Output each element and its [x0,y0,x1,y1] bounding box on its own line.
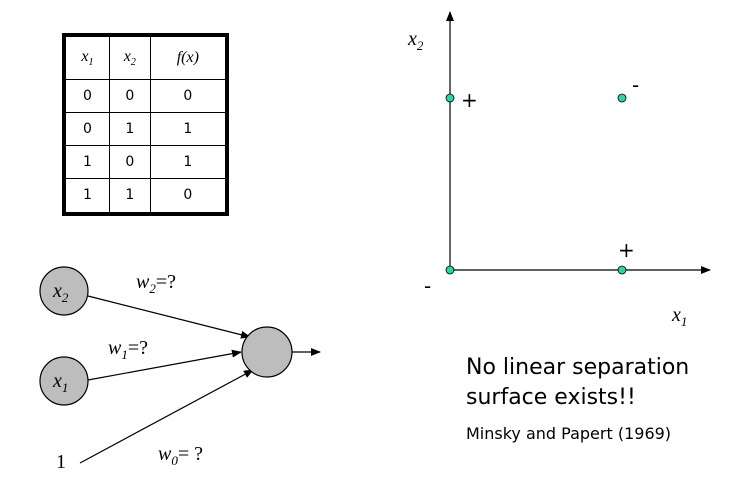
truth-table: x1 x2 f(x) 0 0 0 0 1 1 1 0 1 1 1 0 [62,33,229,216]
x-axis-label: x1 [672,305,687,328]
point-00 [445,265,455,275]
weight-w1-sub: 1 [121,347,128,362]
header-x2-sub: 2 [130,56,136,68]
input-x1-label: x1 [53,371,68,394]
point-11 [617,93,627,103]
y-axis-label-sub: 2 [416,38,424,53]
point-10 [617,265,627,275]
weight-w2-var: w [136,271,150,293]
table-row: 0 1 1 [63,111,228,146]
table-cell: 1 [108,111,151,146]
weight-w2-rest: =? [155,271,176,293]
table-cell: 0 [149,177,228,215]
connection-bias [79,369,254,464]
conclusion-text: No linear separation surface exists!! [466,353,689,413]
x-axis-label-var: x [672,304,681,326]
input-x1-var: x [53,370,62,392]
table-header-row: x1 x2 f(x) [63,34,228,80]
weight-w1-label: w1=? [108,338,148,361]
header-x1: x1 [63,34,110,80]
weight-w0-sub: 0 [171,453,178,468]
header-x2: x2 [108,34,151,80]
point-00-label: - [424,274,432,298]
header-x1-sub: 1 [88,56,94,68]
y-axis-label: x2 [408,29,423,52]
table-cell: 1 [63,144,110,179]
input-x2-label: x2 [53,281,68,304]
input-x2-var: x [53,280,62,302]
table-cell: 1 [63,177,110,215]
connection-x1 [87,349,242,381]
weight-w1-var: w [108,337,122,359]
conclusion-line-1: No linear separation [466,355,690,380]
input-x2-sub: 2 [61,290,69,305]
table-cell: 1 [108,177,151,215]
point-10-label: + [618,238,635,262]
point-11-label: - [632,73,640,97]
input-x1-sub: 1 [61,380,69,395]
weight-w2-sub: 2 [149,281,156,296]
table-row: 1 1 0 [63,177,228,215]
header-f: f(x) [149,34,228,80]
weight-w1-rest: =? [127,337,148,359]
table-cell: 1 [149,144,228,179]
citation: Minsky and Papert (1969) [466,424,672,443]
conclusion-line-2: surface exists!! [466,385,636,410]
header-x1-var: x [81,47,89,65]
table-cell: 1 [149,111,228,146]
table-cell: 0 [149,78,228,113]
output-neuron [241,326,293,378]
point-01 [445,93,455,103]
x-axis-label-sub: 1 [680,314,688,329]
weight-w0-var: w [158,443,172,465]
bias-input-label: 1 [56,451,66,473]
input-neuron-x2 [39,266,89,316]
connection-x2 [87,295,251,339]
header-x2-var: x [123,47,131,65]
weight-w0-label: w0= ? [158,444,203,467]
input-neuron-x1 [39,356,89,406]
weight-w2-label: w2=? [136,272,176,295]
point-01-label: + [461,88,478,112]
weight-w0-rest: = ? [177,443,203,465]
y-axis-label-var: x [408,28,417,50]
table-row: 1 0 1 [63,144,228,179]
